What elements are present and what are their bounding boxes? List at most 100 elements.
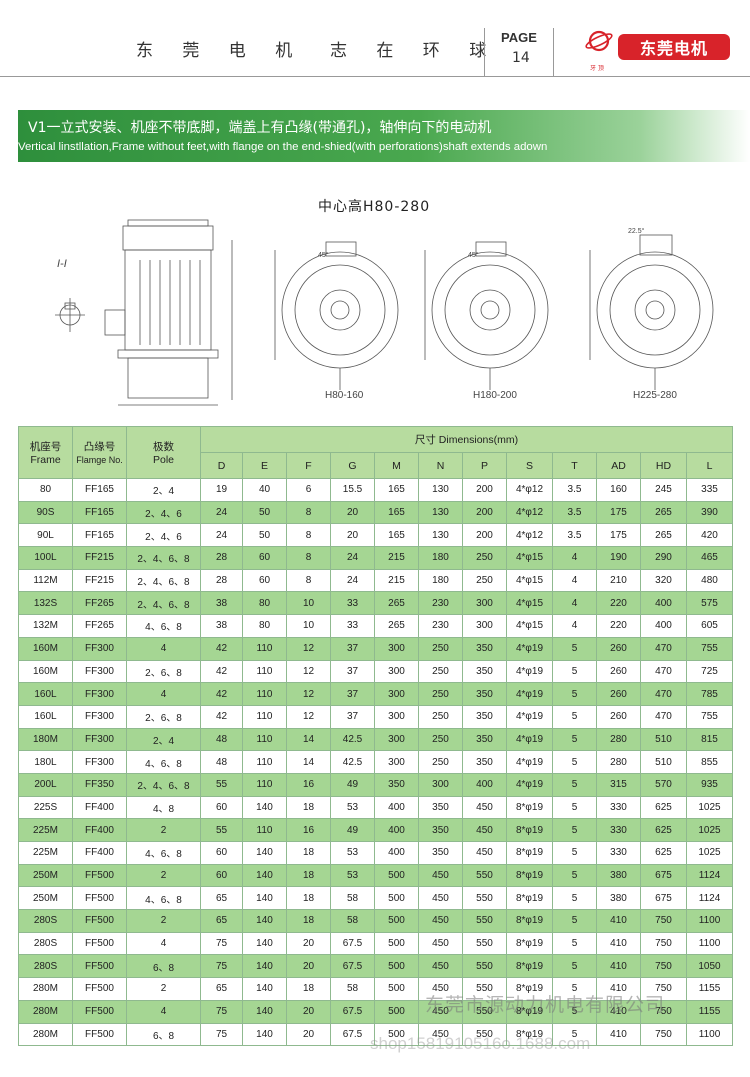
table-cell: 500 bbox=[374, 1022, 419, 1047]
table-cell: FF400 bbox=[72, 818, 127, 842]
page-label: PAGE bbox=[501, 30, 537, 45]
table-cell: 410 bbox=[596, 909, 641, 933]
company-name: 东 莞 电 机 bbox=[136, 41, 305, 61]
table-cell: 215 bbox=[374, 546, 419, 570]
table-cell: 470 bbox=[640, 636, 687, 661]
table-cell: 75 bbox=[200, 1022, 243, 1047]
table-cell: 420 bbox=[685, 523, 734, 548]
table-cell: 550 bbox=[462, 954, 507, 979]
table-cell: 450 bbox=[418, 977, 463, 1001]
table-cell: 410 bbox=[596, 999, 641, 1024]
table-cell: 550 bbox=[462, 931, 507, 956]
table-cell: 300 bbox=[418, 772, 463, 797]
table-cell: FF300 bbox=[72, 682, 127, 706]
table-cell: 300 bbox=[374, 636, 419, 661]
table-cell: 6、8 bbox=[126, 954, 201, 979]
table-cell: 2 bbox=[126, 977, 201, 1001]
table-cell: 230 bbox=[418, 591, 463, 616]
table-cell: 67.5 bbox=[330, 999, 375, 1024]
table-cell: 110 bbox=[242, 727, 287, 752]
table-cell: 225M bbox=[18, 818, 73, 842]
table-cell: 350 bbox=[462, 682, 507, 706]
table-cell: 40 bbox=[242, 478, 287, 502]
table-cell: 280M bbox=[18, 999, 73, 1024]
table-cell: 16 bbox=[286, 818, 331, 842]
table-cell: 110 bbox=[242, 704, 287, 729]
table-cell: 165 bbox=[374, 523, 419, 548]
table-cell: 450 bbox=[462, 795, 507, 820]
table-cell: 175 bbox=[596, 500, 641, 525]
table-cell: 75 bbox=[200, 931, 243, 956]
table-cell: 210 bbox=[596, 568, 641, 593]
table-cell: 785 bbox=[685, 682, 734, 706]
table-cell: 675 bbox=[640, 886, 687, 911]
table-cell: 18 bbox=[286, 886, 331, 911]
table-cell: 2、4、6、8 bbox=[126, 591, 201, 616]
table-cell: 58 bbox=[330, 977, 375, 1001]
table-cell: 90L bbox=[18, 523, 73, 548]
table-cell: 180 bbox=[418, 568, 463, 593]
table-cell: 60 bbox=[242, 568, 287, 593]
table-cell: 450 bbox=[418, 999, 463, 1024]
table-cell: 80 bbox=[18, 478, 73, 502]
table-cell: 200L bbox=[18, 772, 73, 797]
table-cell: 350 bbox=[462, 727, 507, 752]
table-cell: 1100 bbox=[685, 1022, 734, 1047]
table-cell: 24 bbox=[200, 523, 243, 548]
table-cell: 5 bbox=[552, 863, 597, 888]
table-cell: 675 bbox=[640, 863, 687, 888]
table-cell: FF500 bbox=[72, 977, 127, 1001]
table-cell: 1124 bbox=[685, 863, 734, 888]
table-cell: 625 bbox=[640, 818, 687, 842]
table-cell: 60 bbox=[200, 863, 243, 888]
table-cell: 500 bbox=[374, 931, 419, 956]
table-cell: 280S bbox=[18, 909, 73, 933]
table-cell: FF500 bbox=[72, 1022, 127, 1047]
table-cell: 132M bbox=[18, 614, 73, 638]
table-cell: 450 bbox=[418, 931, 463, 956]
table-cell: 20 bbox=[330, 500, 375, 525]
table-cell: 28 bbox=[200, 546, 243, 570]
table-cell: 18 bbox=[286, 841, 331, 865]
table-cell: 60 bbox=[242, 546, 287, 570]
table-cell: 110 bbox=[242, 659, 287, 684]
table-cell: 625 bbox=[640, 841, 687, 865]
table-cell: 500 bbox=[374, 909, 419, 933]
table-cell: 4*φ19 bbox=[506, 636, 553, 661]
table-cell: 280S bbox=[18, 954, 73, 979]
table-cell: 350 bbox=[418, 841, 463, 865]
table-cell: FF500 bbox=[72, 886, 127, 911]
header-dim-p: P bbox=[462, 452, 507, 479]
table-cell: 4*φ15 bbox=[506, 546, 553, 570]
table-cell: 605 bbox=[685, 614, 734, 638]
table-cell: 53 bbox=[330, 795, 375, 820]
table-cell: 350 bbox=[462, 704, 507, 729]
table-cell: 5 bbox=[552, 999, 597, 1024]
table-cell: 110 bbox=[242, 818, 287, 842]
table-cell: 250 bbox=[418, 727, 463, 752]
table-cell: 19 bbox=[200, 478, 243, 502]
table-cell: 400 bbox=[374, 841, 419, 865]
table-cell: 350 bbox=[418, 818, 463, 842]
table-cell: 510 bbox=[640, 727, 687, 752]
table-cell: 500 bbox=[374, 954, 419, 979]
table-cell: 300 bbox=[462, 614, 507, 638]
table-cell: 300 bbox=[374, 750, 419, 774]
table-cell: 53 bbox=[330, 841, 375, 865]
page-header: 东 莞 电 机 志 在 环 球 PAGE 14 牙 顶 东莞电机 bbox=[0, 0, 750, 80]
table-cell: 1050 bbox=[685, 954, 734, 979]
table-cell: 4、6、8 bbox=[126, 750, 201, 774]
table-cell: 160M bbox=[18, 636, 73, 661]
table-cell: 225S bbox=[18, 795, 73, 820]
table-cell: 37 bbox=[330, 659, 375, 684]
table-cell: 5 bbox=[552, 727, 597, 752]
table-cell: 450 bbox=[418, 909, 463, 933]
table-cell: 110 bbox=[242, 750, 287, 774]
table-cell: 500 bbox=[374, 999, 419, 1024]
table-cell: 200 bbox=[462, 500, 507, 525]
table-cell: 110 bbox=[242, 636, 287, 661]
